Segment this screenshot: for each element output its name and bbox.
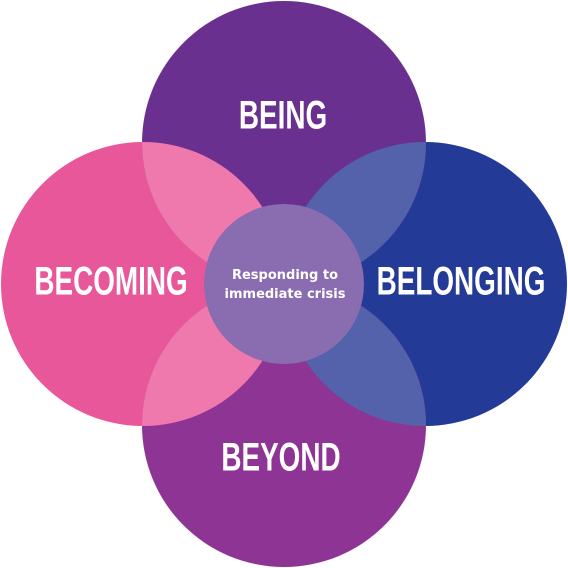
beyond-label: BEYOND (221, 436, 340, 480)
belonging-label: BELONGING (377, 260, 546, 304)
center-label-line2: immediate crisis (225, 287, 346, 302)
being-label: BEING (239, 94, 327, 138)
center-label-line1: Responding to (232, 268, 338, 283)
becoming-label: BECOMING (34, 260, 187, 304)
center-circle (204, 204, 364, 364)
